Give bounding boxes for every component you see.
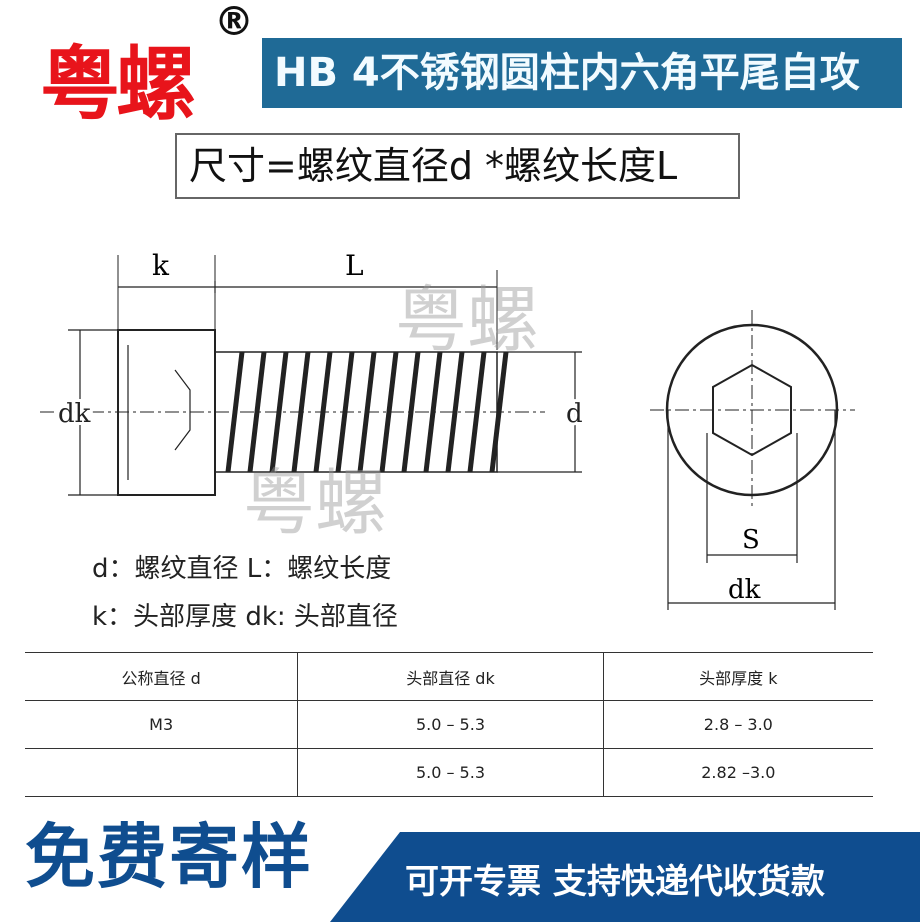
table-cell: 2.82 –3.0 [602, 748, 873, 797]
thread-ridge [445, 351, 465, 473]
size-formula: 尺寸=螺纹直径d *螺纹长度L [175, 133, 740, 199]
label-dk-end: dk [728, 575, 761, 605]
table-cell: 2.8 – 3.0 [602, 700, 873, 749]
dimension-s [706, 433, 798, 563]
watermark: 粤螺 [395, 278, 539, 362]
footer-stripe [330, 832, 920, 922]
screw-drawing: k L dk d S dk 粤螺 粤螺 [40, 249, 855, 610]
registered-mark: ® [214, 0, 254, 45]
thread-ridge [379, 351, 399, 473]
table-header: 公称直径 d [25, 652, 299, 701]
label-d: d [566, 399, 583, 429]
label-L: L [345, 249, 364, 282]
thread-ridge [247, 351, 267, 473]
table-row: M3 5.0 – 5.3 2.8 – 3.0 [25, 700, 873, 749]
invoice-delivery-text: 可开专票 支持快递代收货款 [405, 862, 825, 902]
table-cell [25, 748, 299, 797]
label-k: k [152, 249, 170, 282]
table-row: 5.0 – 5.3 2.82 –3.0 [25, 748, 873, 797]
table-header: 头部直径 dk [297, 652, 604, 701]
dimension-k-L [118, 281, 497, 293]
legend-line-2: k：头部厚度 dk: 头部直径 [92, 602, 398, 632]
dimension-d [497, 351, 582, 473]
footer-left-bg [0, 830, 360, 920]
table-cell: 5.0 – 5.3 [297, 748, 604, 797]
title-banner: HB 4不锈钢圆柱内六角平尾自攻 [262, 38, 902, 108]
spec-table: 公称直径 d 头部直径 dk 头部厚度 k M3 5.0 – 5.3 2.8 –… [25, 652, 873, 797]
end-view-center-lines [650, 310, 855, 510]
table-header: 头部厚度 k [602, 652, 873, 701]
table-cell: M3 [25, 700, 299, 749]
dimension-dk [68, 329, 118, 496]
table-cell: 5.0 – 5.3 [297, 700, 604, 749]
label-dk: dk [58, 399, 91, 429]
watermark: 粤螺 [243, 461, 387, 545]
label-s: S [742, 525, 760, 555]
dimension-dk-end [667, 410, 836, 610]
free-sample-text: 免费寄样 [25, 816, 313, 898]
brand-logo: 粤螺 [40, 38, 196, 131]
legend-line-1: d：螺纹直径 L：螺纹长度 [92, 554, 392, 584]
table-header-row: 公称直径 d 头部直径 dk 头部厚度 k [25, 652, 873, 701]
